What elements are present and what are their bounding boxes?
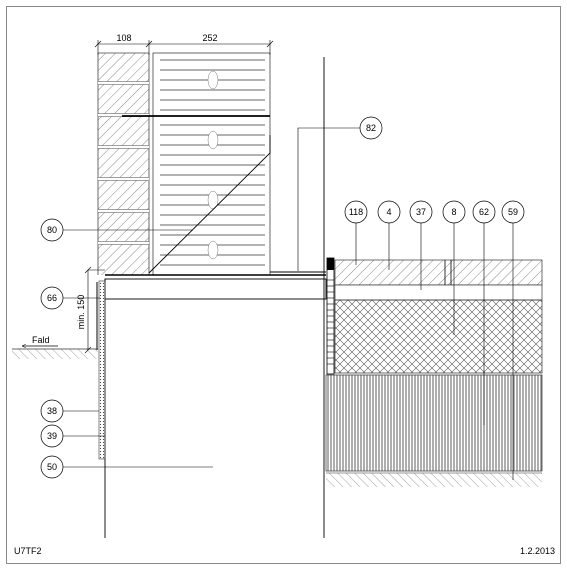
floor-layers <box>325 257 543 487</box>
brick-outer-leaf <box>97 52 150 275</box>
svg-text:37: 37 <box>416 207 426 217</box>
svg-text:8: 8 <box>451 207 456 217</box>
callout-50: 50 <box>40 455 64 479</box>
sill-membrane <box>105 271 326 276</box>
callout-118: 118 <box>344 200 368 224</box>
inner-leaf-insulation <box>122 52 271 276</box>
callout-37: 37 <box>409 200 433 224</box>
leader-lines <box>62 127 514 480</box>
foundation-render <box>96 280 106 460</box>
dimension-min-height: min. 150 <box>76 295 86 330</box>
drawing-code: U7TF2 <box>14 546 42 556</box>
outside-ground: Fald <box>12 335 98 359</box>
fall-label: Fald <box>32 335 50 345</box>
svg-text:59: 59 <box>508 207 518 217</box>
dimension-right: 252 <box>202 33 217 43</box>
svg-text:66: 66 <box>47 293 57 303</box>
svg-text:38: 38 <box>47 406 57 416</box>
drawing-frame <box>6 6 561 564</box>
svg-text:50: 50 <box>47 462 57 472</box>
callout-66: 66 <box>40 286 64 310</box>
callout-59: 59 <box>501 200 525 224</box>
callout-80: 80 <box>40 218 64 242</box>
callout-82: 82 <box>359 116 383 140</box>
drawing-date: 1.2.2013 <box>520 546 555 556</box>
svg-text:4: 4 <box>386 207 391 217</box>
callout-62: 62 <box>472 200 496 224</box>
callout-38: 38 <box>40 399 64 423</box>
callouts: 82 80 66 38 39 50 118 4 37 8 62 59 <box>40 116 525 479</box>
dimension-left: 108 <box>116 33 131 43</box>
dimensions <box>84 40 274 354</box>
svg-text:39: 39 <box>47 431 57 441</box>
svg-text:80: 80 <box>47 225 57 235</box>
callout-4: 4 <box>377 200 401 224</box>
svg-text:62: 62 <box>479 207 489 217</box>
callout-8: 8 <box>442 200 466 224</box>
callout-39: 39 <box>40 424 64 448</box>
svg-text:118: 118 <box>349 207 363 217</box>
svg-text:82: 82 <box>366 123 376 133</box>
